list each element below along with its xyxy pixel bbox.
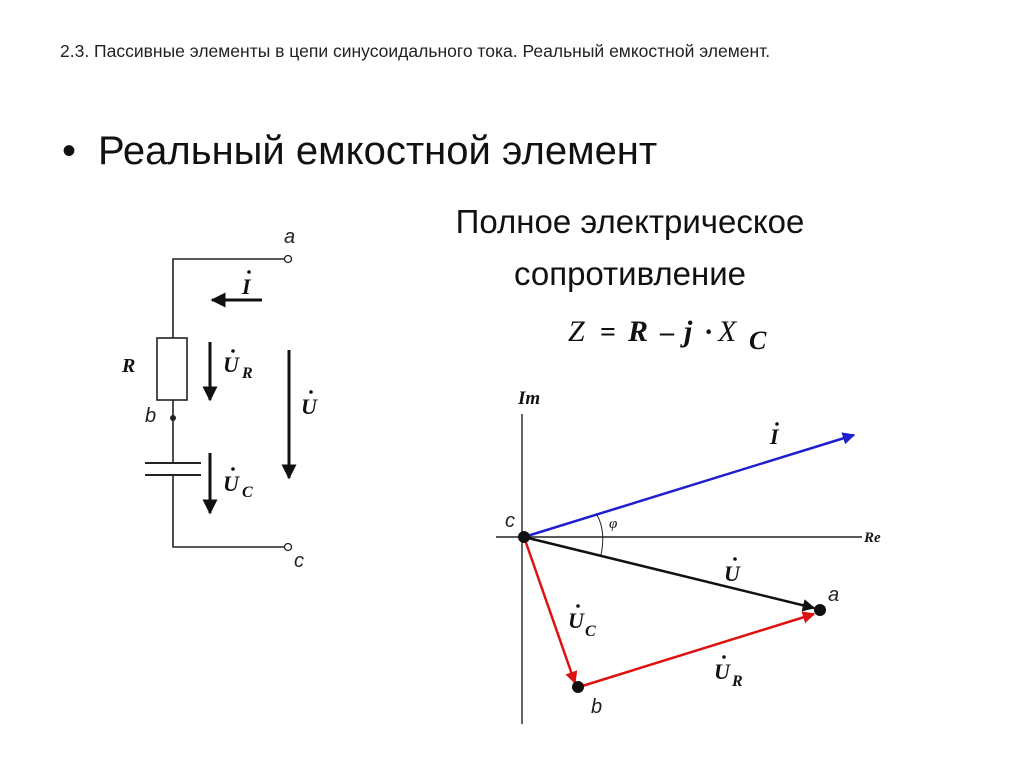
phasor-u-label: U (724, 561, 741, 586)
u-phasor (523, 535, 816, 612)
wire-bottom (172, 475, 287, 548)
uc-phasor-dot (231, 467, 235, 471)
resistor-symbol (156, 337, 188, 401)
point-b (572, 681, 584, 693)
ur-phasor (578, 611, 816, 689)
ur-phasor-dot (231, 349, 235, 353)
uc-subscript: C (242, 484, 253, 501)
point-b-label: b (591, 696, 602, 718)
im-axis-label: Im (517, 388, 540, 409)
formula-r: R (627, 315, 648, 348)
point-a (814, 604, 826, 616)
uc-phasor (522, 536, 578, 685)
ur-label: U (223, 352, 240, 377)
impedance-formula: Z = R – j · X C (568, 315, 767, 355)
phasor-current-label: I (769, 424, 780, 449)
u-label: U (301, 394, 318, 419)
terminal-c-node (283, 542, 293, 552)
uc-label: U (223, 471, 240, 496)
current-label: I (241, 274, 252, 299)
formula-z: Z (568, 315, 585, 348)
point-c-label: c (505, 510, 515, 532)
phasor-ur-subscript: R (731, 673, 743, 690)
re-axis-label: Re (863, 530, 881, 546)
section-header: 2.3. Пассивные элементы в цепи синусоида… (60, 41, 771, 61)
node-b (170, 415, 176, 421)
current-phasor (523, 432, 856, 539)
phasor-diagram: Im Re I φ U U C U R c a b (496, 388, 881, 724)
bullet-marker: • (62, 129, 77, 173)
formula-minus: – (659, 317, 675, 348)
phi-arc (596, 514, 604, 556)
circuit-diagram: a b c R I U R U C U (121, 226, 318, 572)
phasor-ur-dot (722, 655, 726, 659)
formula-sub-c: C (749, 326, 767, 355)
formula-eq: = (600, 317, 616, 348)
impedance-title: Полное электрическое сопротивление (455, 203, 805, 292)
bullet-heading-text: Реальный емкостной элемент (98, 129, 658, 173)
phasor-u-dot (733, 557, 737, 561)
terminal-a-node (283, 254, 293, 264)
phasor-uc-dot (576, 604, 580, 608)
bullet-heading: • Реальный емкостной элемент (62, 124, 657, 178)
phasor-uc-subscript: C (585, 623, 596, 640)
phi-label: φ (609, 516, 617, 532)
formula-x: X (717, 315, 738, 348)
terminal-a-label: a (284, 226, 295, 248)
formula-dot: · (704, 317, 713, 348)
terminal-b-label: b (145, 405, 156, 427)
phasor-current-dot (775, 422, 779, 426)
phasor-ur-label: U (714, 659, 731, 684)
formula-j: j (680, 315, 693, 348)
terminal-c-label: c (294, 550, 304, 572)
resistor-label: R (121, 355, 135, 377)
point-a-label: a (828, 584, 839, 606)
ur-subscript: R (241, 365, 253, 382)
point-c (518, 531, 530, 543)
phasor-uc-label: U (568, 608, 585, 633)
current-phasor-dot (247, 270, 251, 274)
u-phasor-dot (309, 390, 313, 394)
wire-top (172, 258, 287, 338)
